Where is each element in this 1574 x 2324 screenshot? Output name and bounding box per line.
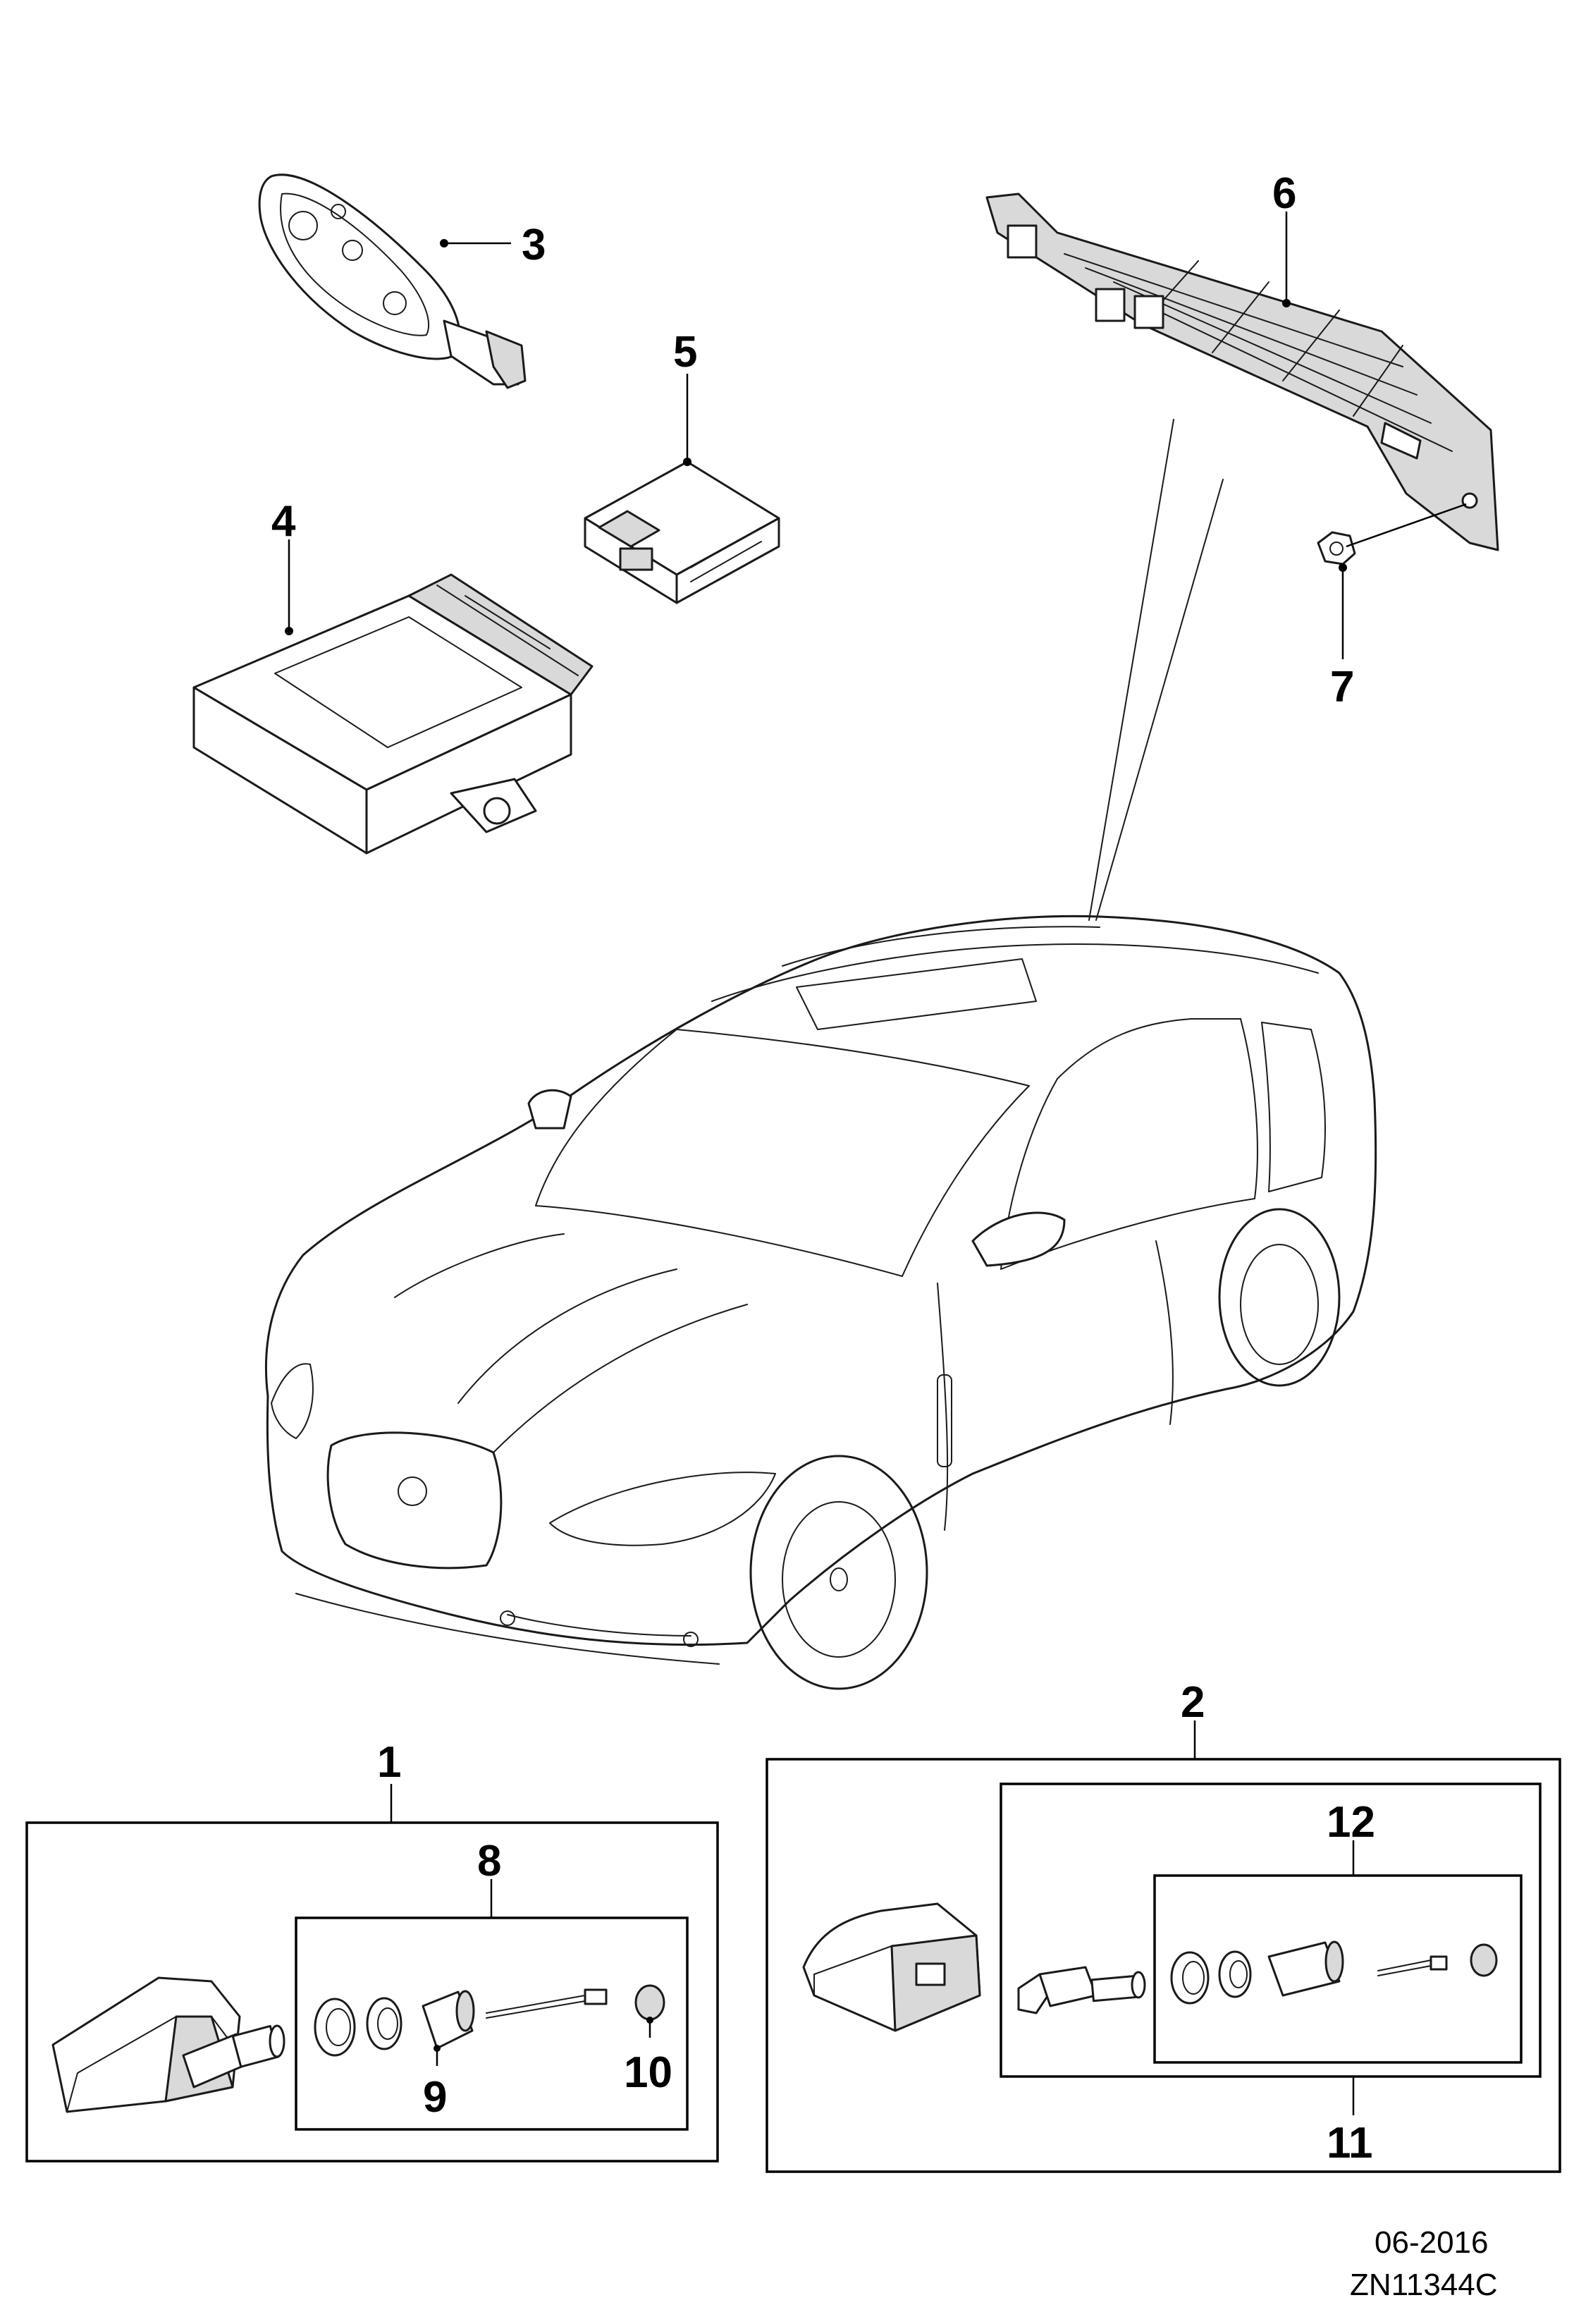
callout-4: 4	[271, 497, 296, 546]
tpms-sensor-1	[51, 1976, 285, 2113]
part-5-small-module	[584, 460, 780, 604]
box-12	[1153, 1874, 1523, 2064]
box-1	[25, 1821, 719, 2163]
valve-kit-12	[1170, 1940, 1498, 2005]
callout-9: 9	[423, 2073, 447, 2122]
box-11	[1000, 1782, 1542, 2078]
callout-10: 10	[624, 2048, 672, 2097]
vehicle-illustration	[265, 915, 1377, 1690]
valve-kit-8	[314, 1984, 665, 2057]
callout-7: 7	[1330, 663, 1354, 711]
leader-7-to-panel	[1346, 503, 1467, 548]
callout-12: 12	[1327, 1798, 1375, 1847]
callout-6: 6	[1272, 169, 1296, 218]
footer-date: 06-2016	[1375, 2225, 1488, 2260]
callout-8: 8	[477, 1837, 501, 1885]
box-2	[766, 1758, 1561, 2173]
footer-code: ZN11344C	[1350, 2268, 1498, 2302]
callout-5: 5	[673, 328, 697, 377]
part-7-nut	[1317, 531, 1356, 565]
valve-stem-11	[1017, 1966, 1146, 2014]
box-8	[295, 1916, 689, 2131]
callout-1: 1	[377, 1738, 401, 1787]
callout-2: 2	[1181, 1678, 1205, 1727]
part-6-trim-panel	[985, 192, 1499, 551]
callout-11: 11	[1327, 2119, 1373, 2167]
callout-3: 3	[522, 221, 546, 269]
part-3-key-fob	[258, 173, 527, 389]
part-4-control-module	[192, 573, 594, 855]
tpms-sensor-2	[802, 1902, 981, 2032]
